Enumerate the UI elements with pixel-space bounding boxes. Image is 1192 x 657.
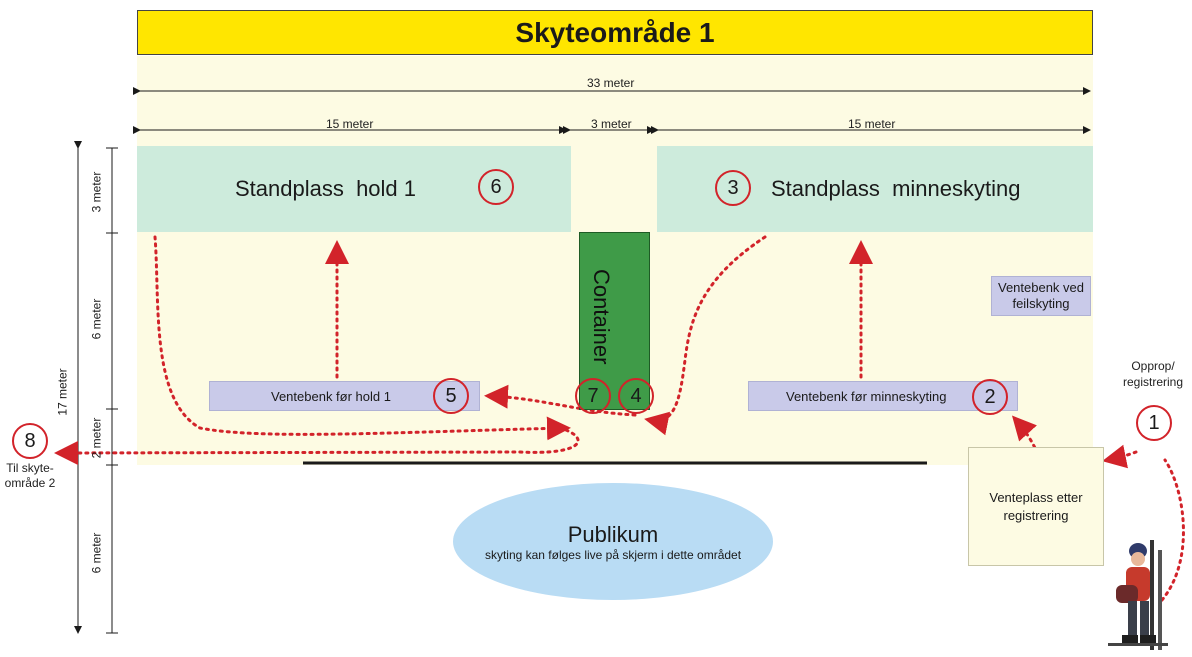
next-area-label: Til skyte- område 2 (4, 461, 56, 490)
title-text: Skyteområde 1 (515, 16, 715, 48)
bench-left-label: Ventebenk før hold 1 (271, 388, 391, 404)
step-7-number: 7 (587, 384, 599, 407)
stand-right-label: Standplass minneskyting (771, 176, 1021, 201)
bench-fault-label: Ventebenk ved feilskyting (997, 280, 1085, 311)
dim-right-width: 15 meter (848, 117, 896, 131)
step-2-number: 2 (984, 385, 996, 408)
path-wait-to-2 (1011, 415, 1042, 462)
page-title: Skyteområde 1 (137, 10, 1093, 55)
publikum-title: Publikum (567, 521, 659, 547)
bench-fault: Ventebenk ved feilskyting (991, 276, 1091, 316)
dim-depth-walk: 2 meter (89, 417, 104, 459)
container-label: Container (589, 269, 614, 365)
dim-depth-public: 6 meter (89, 532, 104, 574)
step-5-number: 5 (445, 384, 457, 407)
path-to-area-2 (54, 428, 580, 465)
step-1-marker: 1 (1136, 405, 1172, 441)
wait-area: Venteplass etter registrering (968, 447, 1104, 566)
step-5-marker: 5 (433, 378, 469, 414)
path-stand-left-to-exit (153, 235, 571, 441)
skier-figure-icon (1108, 540, 1168, 650)
dim-depth-stand: 3 meter (89, 171, 104, 213)
step-6-marker: 6 (478, 169, 514, 205)
step-8-number: 8 (24, 429, 36, 452)
stand-left-label: Standplass hold 1 (235, 176, 417, 201)
step-3-marker: 3 (715, 170, 751, 206)
registration-label: Opprop/ registrering (1122, 359, 1184, 389)
path-4-to-5 (484, 384, 637, 417)
wait-area-label: Venteplass etter registrering (989, 489, 1083, 523)
step-6-number: 6 (490, 175, 502, 198)
dim-middle-width: 3 meter (591, 117, 632, 131)
path-3-to-4 (644, 235, 767, 436)
step-8-marker: 8 (12, 423, 48, 459)
step-2-marker: 2 (972, 379, 1008, 415)
path-arrival-to-1 (1160, 458, 1185, 602)
step-4-marker: 4 (618, 378, 654, 414)
step-4-number: 4 (630, 384, 642, 407)
dim-depth-mid: 6 meter (89, 298, 104, 340)
dim-left-width: 15 meter (326, 117, 374, 131)
bench-right-label: Ventebenk før minneskyting (786, 388, 947, 404)
dim-total-depth: 17 meter (55, 368, 70, 416)
publikum-area: Publikum skyting kan følges live på skje… (453, 483, 773, 600)
step-3-number: 3 (727, 176, 739, 199)
step-7-marker: 7 (575, 378, 611, 414)
publikum-note: skyting kan følges live på skjerm i dett… (484, 547, 742, 562)
dim-total-width: 33 meter (587, 76, 635, 90)
step-1-number: 1 (1148, 411, 1160, 434)
path-1-to-wait (1102, 444, 1138, 469)
